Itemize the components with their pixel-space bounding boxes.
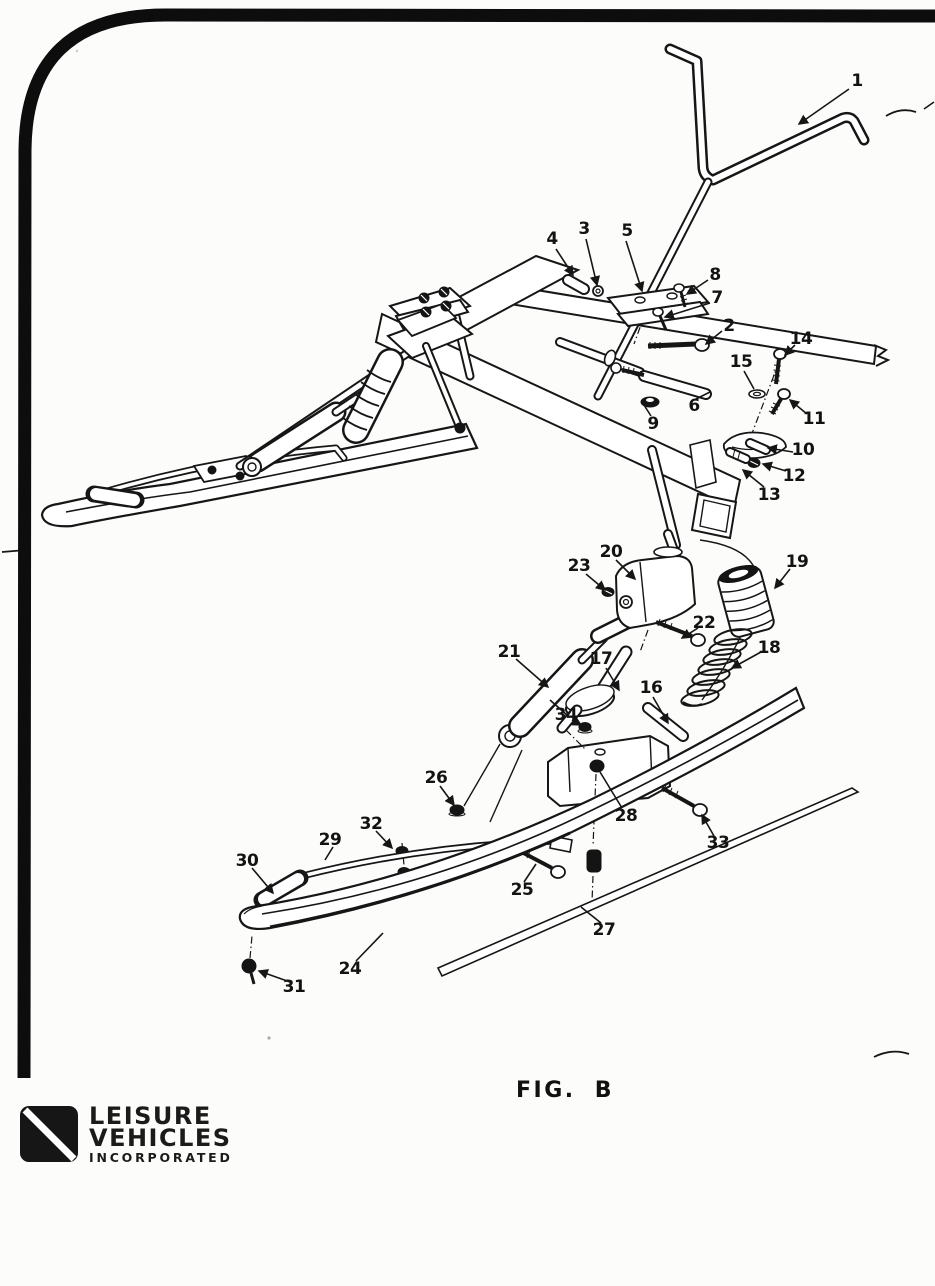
logo-mark-icon — [20, 1106, 78, 1162]
figure-caption: FIG. B — [516, 1078, 615, 1103]
steering-clamp-hardware — [562, 274, 791, 468]
lower-exploded-ski-assembly — [238, 529, 860, 985]
logo-line-vehicles: VEHICLES — [89, 1124, 232, 1153]
company-logo: LEISURE VEHICLES INCORPORATED — [19, 1102, 233, 1166]
logo-line-leisure: LEISURE — [89, 1102, 212, 1130]
page-border — [17, 8, 935, 1079]
coil-spring — [680, 628, 753, 707]
leader-lines — [251, 88, 850, 983]
logo-line-incorporated: INCORPORATED — [89, 1150, 233, 1166]
scan-artifacts — [1, 49, 935, 1058]
logo-text: LEISURE VEHICLES INCORPORATED — [89, 1102, 233, 1166]
handlebar-and-steering-column — [555, 43, 870, 550]
assembled-ski-left — [40, 300, 479, 528]
